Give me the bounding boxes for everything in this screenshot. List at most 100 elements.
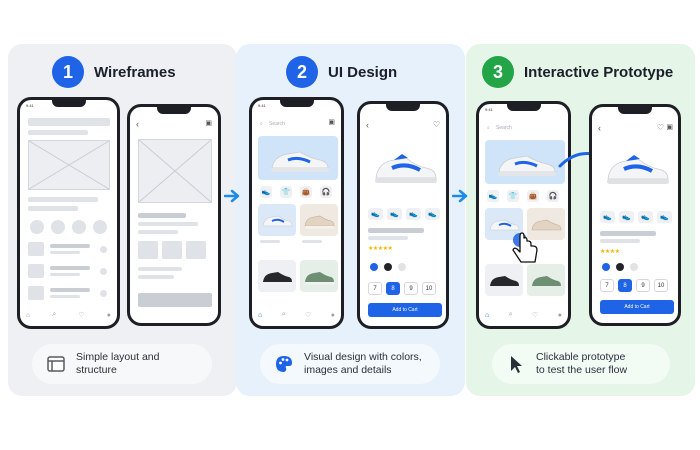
- product-card[interactable]: [258, 260, 296, 292]
- back-icon[interactable]: ‹: [366, 120, 369, 130]
- size-option[interactable]: 9: [636, 279, 650, 292]
- color-swatch-black[interactable]: [616, 263, 624, 271]
- size-option-selected[interactable]: 8: [618, 279, 632, 292]
- color-swatch-black[interactable]: [384, 263, 392, 271]
- cart-icon: ▣: [328, 119, 335, 126]
- thumbnail[interactable]: 👟: [619, 211, 634, 223]
- search-icon: ⌕: [487, 125, 490, 131]
- color-swatch-white[interactable]: [630, 263, 638, 271]
- prototype-phone-detail: ‹ ♡ ▣ 👟 👟 👟 👟 ★★★★ 7 8 9 10 Add to Cart: [589, 104, 681, 326]
- size-option[interactable]: 9: [404, 282, 418, 295]
- add-to-cart-button[interactable]: Add to Cart: [368, 303, 442, 317]
- home-icon[interactable]: ⌂: [258, 311, 263, 319]
- heart-icon[interactable]: ♡: [532, 312, 539, 319]
- thumbnail[interactable]: 👟: [406, 208, 421, 220]
- thumbnail[interactable]: 👟: [368, 208, 383, 220]
- back-icon: ‹: [136, 119, 139, 129]
- wireframe-phone-list: 9:41 ⌂⌕♡●: [17, 97, 120, 329]
- category-bag-icon[interactable]: 👜: [300, 186, 312, 198]
- layout-window-icon: [47, 356, 65, 372]
- search-icon: ⌕: [52, 311, 57, 318]
- product-card-tapped[interactable]: [485, 208, 523, 240]
- thumbnail[interactable]: 👟: [387, 208, 402, 220]
- size-option[interactable]: 10: [422, 282, 436, 295]
- product-card[interactable]: [485, 264, 523, 296]
- caption-text-line-2: images and details: [304, 364, 392, 376]
- ui-phone-list: 9:41 ⌕ Search ▣ 👟 👕 👜 🎧 ⌂⌕♡●: [249, 97, 344, 329]
- cart-icon: ▣: [205, 120, 212, 127]
- caption-text: Simple layout and structure: [76, 351, 160, 376]
- size-option[interactable]: 10: [654, 279, 668, 292]
- size-option[interactable]: 7: [368, 282, 382, 295]
- color-swatch-blue[interactable]: [602, 263, 610, 271]
- image-placeholder: [28, 140, 110, 190]
- step-2-header: 2 UI Design: [286, 54, 397, 90]
- add-to-cart-button[interactable]: Add to Cart: [600, 300, 674, 314]
- hero-sneaker-image: [258, 136, 338, 180]
- caption-text-line-1: Clickable prototype: [536, 351, 626, 363]
- search-placeholder: Search: [496, 125, 512, 131]
- tap-hand-icon: [512, 232, 538, 263]
- search-icon[interactable]: ⌕: [508, 311, 513, 318]
- category-shirt-icon[interactable]: 👕: [280, 186, 292, 198]
- step-1-title: Wireframes: [94, 63, 176, 81]
- heart-icon[interactable]: ♡: [656, 123, 664, 132]
- step-3-title: Interactive Prototype: [524, 63, 674, 81]
- size-option-selected[interactable]: 8: [386, 282, 400, 295]
- category-shirt-icon[interactable]: 👕: [507, 190, 519, 202]
- color-swatch-white[interactable]: [398, 263, 406, 271]
- rating-stars: ★★★★★: [368, 246, 393, 252]
- user-icon[interactable]: ●: [557, 311, 562, 319]
- hero-sneaker-image: [485, 140, 565, 184]
- caption-text-line-1: Visual design with colors,: [304, 351, 422, 363]
- wireframe-phone-detail: ‹ ▣: [127, 104, 221, 326]
- home-icon[interactable]: ⌂: [485, 311, 490, 319]
- caption-text-line-2: to test the user flow: [536, 364, 628, 376]
- prototype-phone-list: 9:41 ⌕ Search 👟 👕 👜 🎧 ⌂⌕♡●: [476, 101, 571, 329]
- thumbnail[interactable]: 👟: [657, 211, 672, 223]
- step-2-number: 2: [286, 56, 318, 88]
- thumbnail[interactable]: 👟: [600, 211, 615, 223]
- product-hero-image: [600, 139, 674, 199]
- category-sneaker-icon[interactable]: 👟: [487, 190, 499, 202]
- heart-icon[interactable]: ♡: [305, 312, 312, 319]
- size-option[interactable]: 7: [600, 279, 614, 292]
- color-swatch-blue[interactable]: [370, 263, 378, 271]
- step-3-header: 3 Interactive Prototype: [482, 54, 673, 90]
- thumbnail[interactable]: 👟: [638, 211, 653, 223]
- ui-phone-detail: ‹ ♡ 👟 👟 👟 👟 ★★★★★ 7 8 9 10 Add to Cart: [357, 101, 449, 329]
- caption-ui-design: Visual design with colors,images and det…: [260, 344, 440, 384]
- search-icon[interactable]: ⌕: [281, 311, 286, 318]
- image-placeholder: [138, 139, 212, 203]
- step-3-number: 3: [482, 56, 514, 88]
- category-headphones-icon[interactable]: 🎧: [547, 190, 559, 202]
- product-card[interactable]: [300, 260, 338, 292]
- caption-wireframes: Simple layout and structure: [32, 344, 212, 384]
- product-card[interactable]: [300, 204, 338, 236]
- arrow-right-icon: [452, 189, 468, 203]
- arrow-right-icon: [224, 189, 240, 203]
- user-icon[interactable]: ●: [330, 311, 335, 319]
- cursor-icon: [511, 356, 522, 373]
- cart-icon[interactable]: ▣: [666, 124, 673, 131]
- product-hero-image: [368, 138, 442, 198]
- search-placeholder: Search: [269, 121, 285, 127]
- thumbnail[interactable]: 👟: [425, 208, 440, 220]
- heart-icon: ♡: [78, 312, 85, 319]
- search-icon: ⌕: [260, 121, 263, 127]
- category-sneaker-icon[interactable]: 👟: [260, 186, 272, 198]
- palette-icon: [276, 356, 292, 372]
- heart-icon[interactable]: ♡: [432, 120, 440, 129]
- product-card[interactable]: [527, 208, 565, 240]
- product-card[interactable]: [527, 264, 565, 296]
- back-icon[interactable]: ‹: [598, 123, 601, 133]
- user-icon: ●: [106, 311, 111, 319]
- step-1-number: 1: [52, 56, 84, 88]
- product-card[interactable]: [258, 204, 296, 236]
- step-2-title: UI Design: [328, 63, 398, 81]
- home-icon: ⌂: [26, 311, 31, 319]
- category-headphones-icon[interactable]: 🎧: [320, 186, 332, 198]
- category-bag-icon[interactable]: 👜: [527, 190, 539, 202]
